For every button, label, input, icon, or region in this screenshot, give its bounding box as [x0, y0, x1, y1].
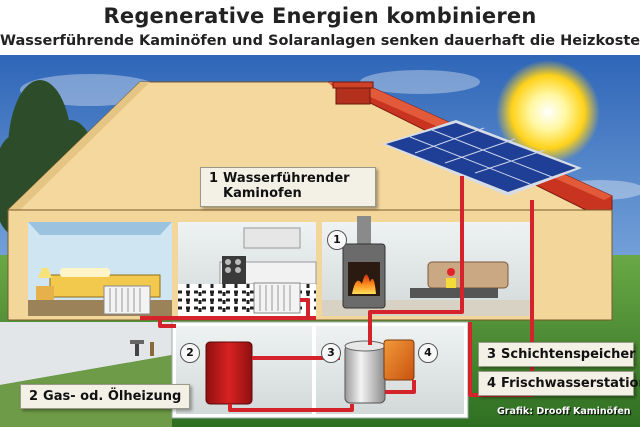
gas-oil-boiler — [205, 341, 253, 405]
radiator-left — [103, 285, 151, 315]
callout-stove-number: 1 — [209, 171, 219, 186]
fire-icon — [352, 274, 376, 294]
stratified-storage-tank — [344, 344, 386, 404]
callout-stove-line1: Wasserführender — [223, 171, 350, 186]
badge-storage: 3 — [321, 343, 341, 363]
night-table — [36, 286, 54, 300]
coffee-table — [410, 288, 498, 298]
callout-storage: 3 Schichtenspeicher — [478, 342, 636, 367]
image-credit: Grafik: Drooff Kaminöfen — [497, 406, 631, 417]
callout-stove-line2: Kaminofen — [223, 186, 302, 201]
solar-panel — [386, 123, 576, 192]
chimney — [335, 85, 371, 105]
sun-icon — [496, 60, 600, 164]
radiator-kitchen — [253, 282, 301, 314]
sofa — [427, 261, 509, 289]
badge-freshwater: 4 — [418, 343, 438, 363]
badge-stove: 1 — [327, 230, 347, 250]
fresh-water-station — [383, 339, 415, 381]
callout-boiler: 2 Gas- od. Ölheizung — [20, 384, 191, 409]
gable-edge — [8, 82, 150, 210]
page-title: Regenerative Energien kombinieren — [103, 4, 537, 28]
badge-boiler: 2 — [180, 343, 200, 363]
callout-stove: 1 Wasserführender Kaminofen — [200, 167, 376, 207]
chimney-cap — [332, 81, 374, 89]
callout-boiler-number: 2 — [29, 389, 39, 404]
stove-flue — [357, 216, 371, 246]
solar-panel-grid — [409, 127, 553, 185]
callout-boiler-label: Gas- od. Ölheizung — [43, 389, 182, 404]
lamp-icon — [38, 268, 52, 278]
callout-freshwater-label: Frischwasserstation — [501, 376, 640, 391]
vase — [446, 278, 456, 288]
basement-tools — [130, 340, 154, 356]
basement-wall — [0, 322, 172, 385]
flower-icon — [447, 268, 455, 276]
callout-storage-label: Schichtenspeicher — [501, 347, 636, 362]
callout-freshwater-number: 4 — [487, 376, 497, 391]
wall-cabinet — [243, 227, 301, 249]
callout-storage-number: 3 — [487, 347, 497, 362]
page-subtitle: Wasserführende Kaminöfen und Solaranlage… — [0, 33, 640, 49]
callout-freshwater: 4 Frischwasserstation — [478, 371, 640, 396]
